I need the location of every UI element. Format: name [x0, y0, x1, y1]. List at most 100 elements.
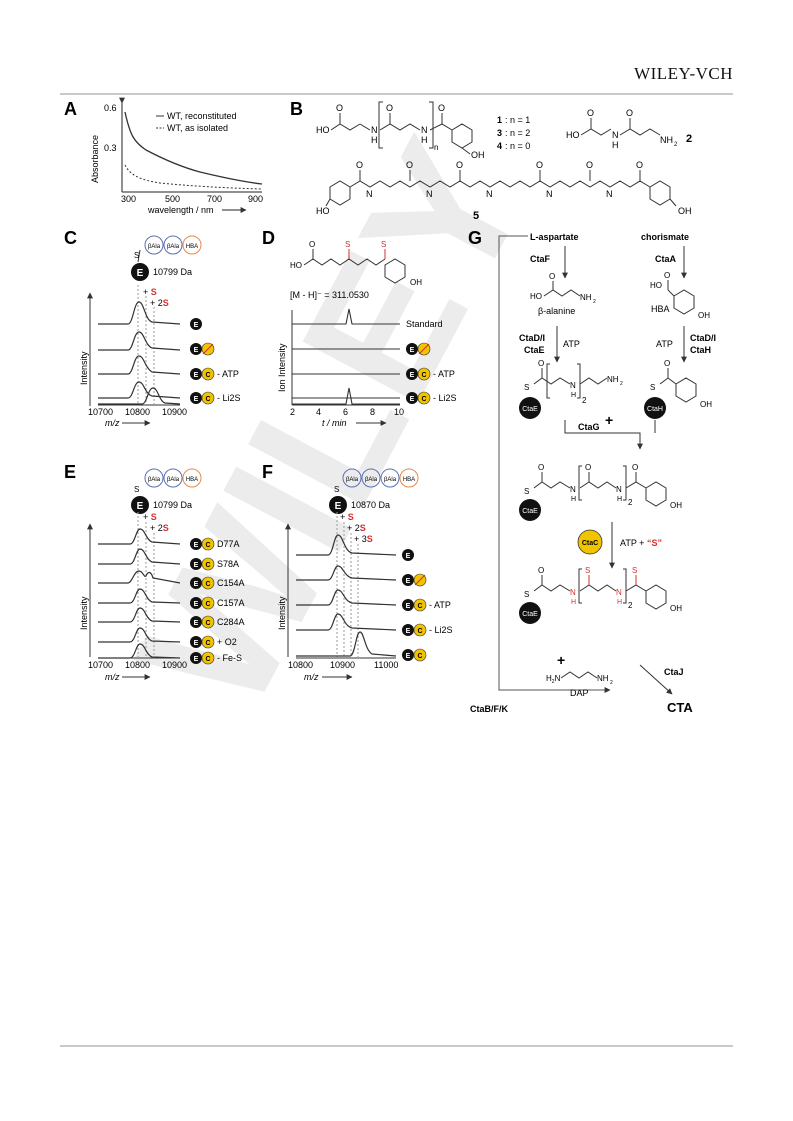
ctah-label: CtaH — [647, 406, 663, 413]
atom-h2n: H2N — [546, 674, 561, 685]
benzene-ring — [384, 258, 406, 284]
header-rule — [60, 93, 733, 95]
plus-sign: + — [557, 652, 565, 668]
enzyme-e-letter: E — [406, 653, 411, 660]
mass-label: 10799 Da — [153, 267, 192, 277]
enzyme-c-letter: C — [417, 603, 422, 610]
atom-o: O — [626, 108, 633, 118]
enzyme-e-badge — [406, 343, 418, 355]
plus-sign: + — [605, 412, 613, 428]
atom-ho: HO — [530, 292, 542, 301]
domain-hba — [182, 235, 202, 255]
atom-o: O — [356, 160, 363, 170]
atom-s: S — [650, 383, 655, 392]
benzene-ring — [645, 481, 667, 507]
bond-chain — [533, 584, 571, 592]
enzyme-e-letter: E — [137, 501, 144, 512]
atom-n: N — [366, 189, 373, 199]
atom-s: S — [524, 590, 529, 599]
ctae-label: CtaE — [522, 406, 538, 413]
enzyme-e-badge — [190, 392, 202, 404]
atom-oh: OH — [678, 206, 692, 216]
atom-o: O — [538, 566, 544, 575]
domain-label: βAla — [167, 477, 180, 483]
xlabel-wavelength: wavelength / nm — [147, 205, 214, 215]
bond — [667, 377, 677, 385]
enzyme-e-badge — [190, 318, 202, 330]
legend-as-isolated: WT, as isolated — [167, 123, 228, 133]
bond — [625, 481, 647, 489]
atom-ho: HO — [316, 125, 330, 135]
atom-nh2: NH — [607, 375, 619, 384]
bracket-right — [429, 101, 434, 149]
spectrum-trace — [98, 528, 181, 545]
domain-bala-1 — [144, 235, 164, 255]
domain-bala-3 — [380, 468, 400, 488]
spectrum-as-isolated — [124, 164, 263, 190]
atom-nh2: NH — [660, 135, 673, 145]
spectrum-trace — [98, 570, 181, 584]
enzyme-c-letter: C — [205, 372, 210, 379]
ctah-carrier — [644, 397, 666, 419]
start-chorismate: chorismate — [641, 232, 689, 242]
enzyme-e-letter: E — [194, 396, 199, 403]
atom-o: O — [538, 463, 544, 472]
enzyme-e-badge — [406, 392, 418, 404]
atom-h: H — [617, 599, 622, 606]
product-cta: CTA — [667, 700, 693, 715]
atom-o: O — [336, 103, 343, 113]
bracket-left — [578, 568, 582, 604]
atom-oh: OH — [410, 278, 422, 287]
compound-4: 4 — [497, 141, 502, 151]
enzyme-e-letter: E — [410, 396, 415, 403]
bracket-right — [577, 363, 581, 399]
enzyme-c-letter: C — [421, 372, 426, 379]
n-value-1: : n = 1 — [505, 115, 530, 125]
adduct-3s: + 3S — [354, 534, 373, 544]
spectrum-trace — [98, 331, 181, 351]
bond — [461, 147, 471, 155]
atom-o: O — [438, 103, 445, 113]
ctae-label: CtaE — [522, 508, 538, 515]
ctae-carrier — [519, 602, 541, 624]
row-label: - Li2S — [433, 393, 457, 403]
mass-label: 10870 Da — [351, 500, 390, 510]
domain-label: HBA — [186, 477, 198, 483]
bond-chain — [533, 377, 571, 385]
enzyme-c-letter: C — [205, 656, 210, 663]
domain-bala-1 — [144, 468, 164, 488]
adduct-s: + S — [143, 287, 157, 297]
enzyme-e-badge — [190, 368, 202, 380]
ylabel-absorbance: Absorbance — [90, 135, 100, 183]
spectrum-trace — [98, 387, 181, 405]
atom-n: N — [486, 189, 493, 199]
xlabel-time: t / min — [322, 418, 347, 428]
atom-oh: OH — [670, 604, 682, 613]
atom-oh: OH — [471, 150, 485, 160]
spectrum-trace — [98, 355, 181, 375]
panel-f: F S βAla βAla βAla HBA E 10870 Da + S + … — [262, 462, 453, 682]
domain-label: βAla — [148, 477, 161, 483]
benzene-ring — [675, 377, 697, 403]
atom-s: S — [134, 485, 139, 494]
xtick: 10900 — [330, 660, 355, 670]
enzyme-c-badge — [201, 391, 215, 405]
atom-s-red: S — [585, 566, 590, 575]
atom-n: N — [426, 189, 433, 199]
chromatogram-peak — [292, 387, 400, 405]
row-labels: E C D77A E C S78A E C C154A E C C157A E … — [190, 537, 245, 665]
domain-label: HBA — [186, 244, 198, 250]
row-label-c157a: C157A — [217, 598, 245, 608]
row-label-c284a: C284A — [217, 617, 245, 627]
panel-label-g: G — [468, 228, 482, 248]
bond-chain — [579, 584, 617, 592]
xtick: 10900 — [162, 660, 187, 670]
enzyme-e-badge — [406, 368, 418, 380]
atom-o: O — [406, 160, 413, 170]
spectrum-trace — [296, 565, 397, 581]
arrow-ctaj — [639, 664, 673, 695]
enzyme-c-letter: C — [417, 653, 422, 660]
ylabel-ion-intensity: Ion Intensity — [277, 343, 287, 392]
bond-repeat — [379, 123, 421, 131]
